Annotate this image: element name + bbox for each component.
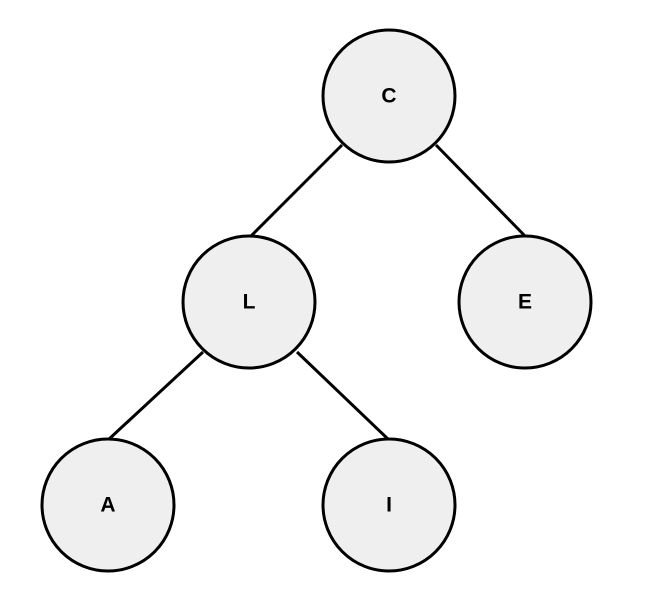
node-a-circle: [40, 437, 176, 573]
node-c: C: [321, 28, 457, 164]
node-c-label: C: [381, 85, 396, 108]
edge-l-i: [295, 350, 391, 442]
node-e-label: E: [518, 291, 532, 314]
node-l-label: L: [243, 291, 256, 314]
node-l-circle: [181, 234, 317, 370]
node-c-circle: [321, 28, 457, 164]
node-i: I: [321, 437, 457, 573]
edge-c-e: [434, 143, 528, 239]
tree-nodes: C L E A I: [40, 28, 593, 573]
tree-edges: [106, 143, 528, 442]
edge-c-l: [248, 143, 344, 239]
node-e-circle: [457, 234, 593, 370]
node-a: A: [40, 437, 176, 573]
node-i-circle: [321, 437, 457, 573]
edge-l-a: [106, 350, 205, 442]
node-i-label: I: [386, 494, 392, 517]
node-e: E: [457, 234, 593, 370]
node-l: L: [181, 234, 317, 370]
node-a-label: A: [100, 494, 115, 517]
